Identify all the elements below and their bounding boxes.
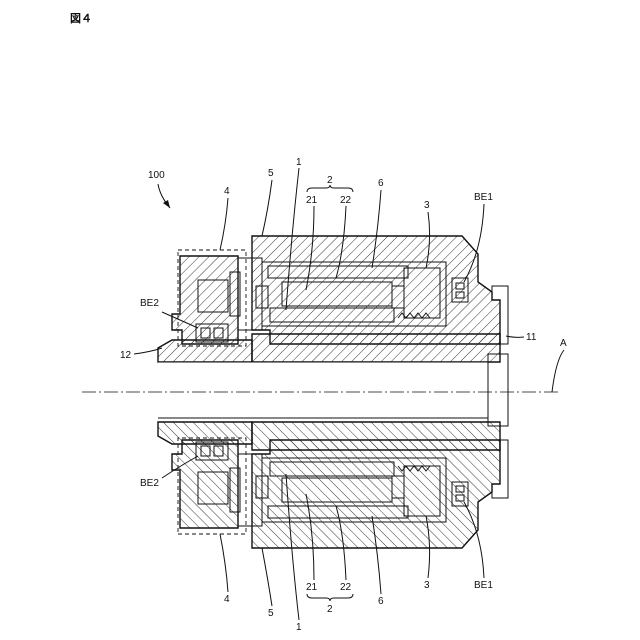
label-part-21-top: 21: [306, 195, 318, 206]
leader-5-bottom: [262, 548, 272, 606]
label-part-4-top: 4: [224, 186, 230, 197]
outer-housing-upper: [252, 236, 500, 344]
label-part-22-top: 22: [340, 195, 352, 206]
upper-half: [158, 236, 508, 362]
shaft-body-lower: [252, 422, 500, 450]
brace-2-top: [307, 185, 353, 192]
label-part-1-bottom: 1: [296, 622, 302, 633]
assembly-label: 100: [148, 170, 165, 181]
label-part-1-top: 1: [296, 157, 302, 168]
label-part-22-bottom: 22: [340, 582, 352, 593]
label-part-3-bottom: 3: [424, 580, 430, 591]
leader-4-top: [220, 198, 228, 250]
leader-axis-a: [552, 350, 564, 392]
shaft-lower: [158, 422, 252, 444]
label-part-6-bottom: 6: [378, 596, 384, 607]
bore-step: [488, 354, 508, 426]
label-part-3-top: 3: [424, 200, 430, 211]
brace-2-bottom: [307, 594, 353, 601]
shaft-body-upper: [252, 334, 500, 362]
label-axis-a: A: [560, 338, 567, 349]
leader-4-bottom: [220, 534, 228, 592]
assembly-arrow: [158, 184, 170, 208]
label-part-2-top: 2: [327, 175, 333, 186]
label-part-5-bottom: 5: [268, 608, 274, 619]
lower-half: [158, 422, 508, 548]
outer-housing-lower: [252, 440, 500, 548]
label-be2-top: BE2: [140, 298, 159, 309]
bore: [158, 362, 488, 418]
label-be1-bottom: BE1: [474, 580, 493, 591]
leader-11: [506, 336, 524, 337]
figure-title: 図４: [70, 11, 92, 25]
label-part-12: 12: [120, 350, 132, 361]
label-be2-bottom: BE2: [140, 478, 159, 489]
leader-5-top: [262, 180, 272, 236]
label-part-6-top: 6: [378, 178, 384, 189]
label-part-5-top: 5: [268, 168, 274, 179]
label-part-4-bottom: 4: [224, 594, 230, 605]
label-part-2-bottom: 2: [327, 604, 333, 615]
shaft-upper: [158, 340, 252, 362]
label-part-21-bottom: 21: [306, 582, 318, 593]
label-part-11: 11: [526, 332, 537, 343]
label-be1-top: BE1: [474, 192, 493, 203]
